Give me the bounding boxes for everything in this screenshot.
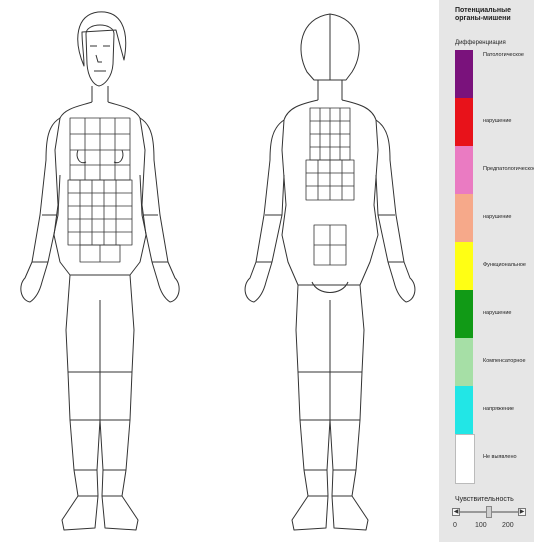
legend-item-label: Предпатологическое bbox=[483, 166, 534, 172]
slider-decrease-button[interactable]: ◀ bbox=[452, 508, 460, 516]
legend-swatch bbox=[455, 242, 473, 290]
legend-swatch bbox=[455, 50, 473, 98]
slider-tick-min: 0 bbox=[453, 522, 457, 529]
slider-tick-mid: 100 bbox=[475, 522, 487, 529]
legend-swatch bbox=[455, 98, 473, 146]
legend-item-label: нарушение bbox=[483, 214, 511, 220]
legend-swatch bbox=[455, 338, 473, 386]
body-map bbox=[0, 0, 439, 542]
slider-tick-max: 200 bbox=[502, 522, 514, 529]
legend-item-label: напряжение bbox=[483, 406, 514, 412]
sensitivity-slider[interactable]: ◀ ▶ bbox=[455, 508, 523, 516]
legend-item-label: Не выявлено bbox=[483, 454, 517, 460]
front-hair bbox=[78, 12, 126, 66]
legend-item-label: Функциональное bbox=[483, 262, 526, 268]
legend-title: Потенциальные органы-мишени bbox=[455, 7, 531, 23]
legend-item-label: нарушение bbox=[483, 118, 511, 124]
legend-swatch bbox=[455, 146, 473, 194]
back-left-arm bbox=[245, 120, 284, 302]
front-face bbox=[86, 25, 114, 86]
legend-swatch bbox=[455, 194, 473, 242]
slider-thumb[interactable] bbox=[486, 506, 492, 518]
front-left-leg bbox=[62, 275, 100, 530]
back-body-figure[interactable] bbox=[245, 14, 415, 530]
front-right-arm bbox=[140, 118, 179, 302]
front-right-leg bbox=[100, 275, 138, 530]
legend-item-label: нарушение bbox=[483, 310, 511, 316]
legend-swatch bbox=[455, 386, 473, 434]
back-right-leg bbox=[330, 285, 368, 530]
back-right-arm bbox=[376, 120, 415, 302]
legend-panel: Потенциальные органы-мишени Дифференциац… bbox=[439, 0, 534, 542]
legend-swatch bbox=[455, 434, 475, 484]
front-left-arm bbox=[21, 118, 60, 302]
sensitivity-label: Чувствительность bbox=[455, 496, 514, 503]
front-body-figure[interactable] bbox=[21, 12, 179, 530]
legend-swatch bbox=[455, 290, 473, 338]
legend-item-label: Компенсаторное bbox=[483, 358, 526, 364]
legend-item-label: Патологическое bbox=[483, 52, 524, 58]
slider-increase-button[interactable]: ▶ bbox=[518, 508, 526, 516]
legend-differentiation-label: Дифференциация bbox=[455, 40, 506, 46]
back-left-leg bbox=[292, 285, 330, 530]
